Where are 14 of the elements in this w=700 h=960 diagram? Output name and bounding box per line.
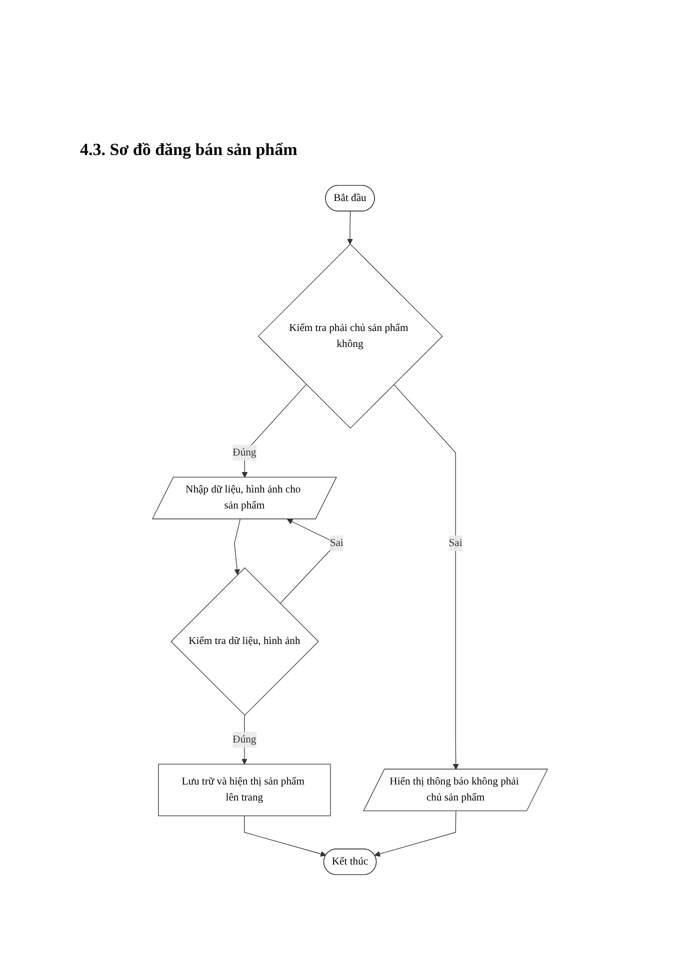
arrow	[244, 815, 326, 857]
edge-label: Sai	[448, 537, 462, 549]
node-diamond: Kiểm tra dữ liệu, hình ảnh	[170, 567, 319, 716]
arrow	[347, 211, 353, 244]
arrow	[374, 810, 456, 857]
edge-label: Sai	[330, 537, 344, 549]
arrow	[242, 384, 307, 478]
node-diamond: Kiểm tra phải chủ sản phẩm không	[258, 244, 443, 429]
section-title: 4.3. Sơ đồ đăng bán sản phẩm	[80, 140, 298, 160]
arrow	[393, 384, 459, 770]
edge-label: Đúng	[232, 734, 256, 745]
node-box: Lưu trữ và hiện thị sản phẩm lên trang	[158, 764, 331, 816]
arrow	[234, 518, 240, 575]
edge-label: Đúng	[232, 446, 256, 458]
